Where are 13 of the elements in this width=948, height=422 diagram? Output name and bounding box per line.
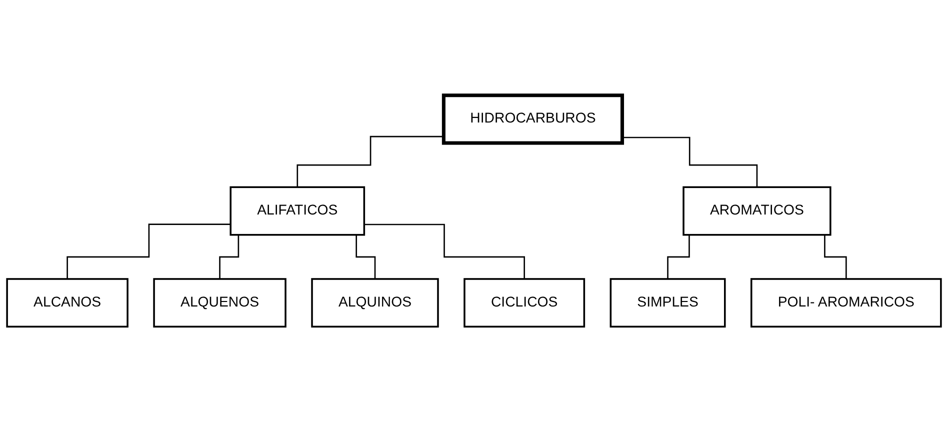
node-box: POLI- AROMARICOS <box>750 278 942 328</box>
node-box: SIMPLES <box>610 278 726 328</box>
node-box: CICLICOS <box>464 278 586 328</box>
connector <box>296 136 444 188</box>
connector <box>622 136 758 188</box>
connector <box>364 224 525 280</box>
node-box: ALQUINOS <box>311 278 439 328</box>
node-box: AROMATICOS <box>682 186 832 236</box>
node-box: ALIFATICOS <box>230 186 366 236</box>
node-box: HIDROCARBUROS <box>442 94 624 145</box>
node-box: ALCANOS <box>6 278 128 328</box>
connector <box>66 224 231 280</box>
node-box: ALQUENOS <box>153 278 286 328</box>
